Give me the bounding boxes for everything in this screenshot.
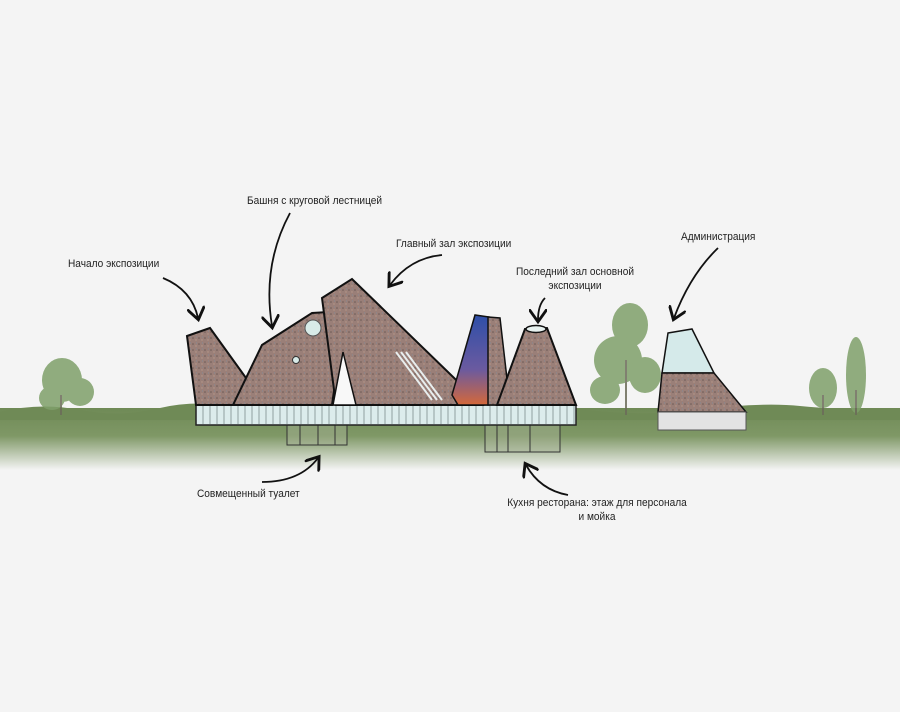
arrow-kitchen	[526, 465, 569, 496]
tower-small-window	[292, 356, 300, 364]
arrow-tower	[269, 212, 291, 326]
staircase-tower	[231, 310, 340, 406]
label-staircase-tower: Башня с круговой лестницей	[247, 195, 383, 207]
arrow-start	[162, 277, 198, 318]
label-last-hall: Последний зал основной экспозиции	[501, 265, 648, 293]
label-main-hall: Главный зал экспозиции	[396, 238, 512, 250]
kitchen-underground	[484, 424, 561, 453]
media-tower	[451, 314, 490, 406]
arrow-administration	[674, 247, 719, 318]
tree-left	[39, 358, 94, 415]
label-kitchen: Кухня ресторана: этаж для персонала и мо…	[505, 496, 689, 524]
hall-skylight-strips	[395, 351, 443, 401]
last-hall-cone	[495, 326, 578, 406]
label-administration: Администрация	[681, 231, 756, 243]
label-exhibition-start: Начало экспозиции	[68, 258, 160, 270]
label-last-hall-line2: экспозиции	[548, 280, 602, 292]
label-toilet: Совмещенный туалет	[197, 488, 300, 500]
hall-gap	[332, 351, 357, 406]
glass-base	[195, 404, 577, 426]
arrow-main-hall	[390, 254, 443, 285]
exhibition-start-block	[185, 326, 247, 406]
toilet-underground	[286, 424, 348, 446]
label-last-hall-line1: Последний зал основной	[515, 266, 635, 278]
tree-right	[809, 337, 866, 415]
arrow-toilet	[261, 458, 318, 483]
label-kitchen-line2: и мойка	[578, 511, 616, 523]
label-kitchen-line1: Кухня ресторана: этаж для персонала	[507, 497, 687, 509]
administration-building	[657, 328, 748, 431]
arrow-last-hall	[538, 297, 545, 320]
tower-round-window	[304, 319, 322, 337]
tree-center	[590, 303, 661, 415]
cone-skylight	[525, 324, 547, 334]
